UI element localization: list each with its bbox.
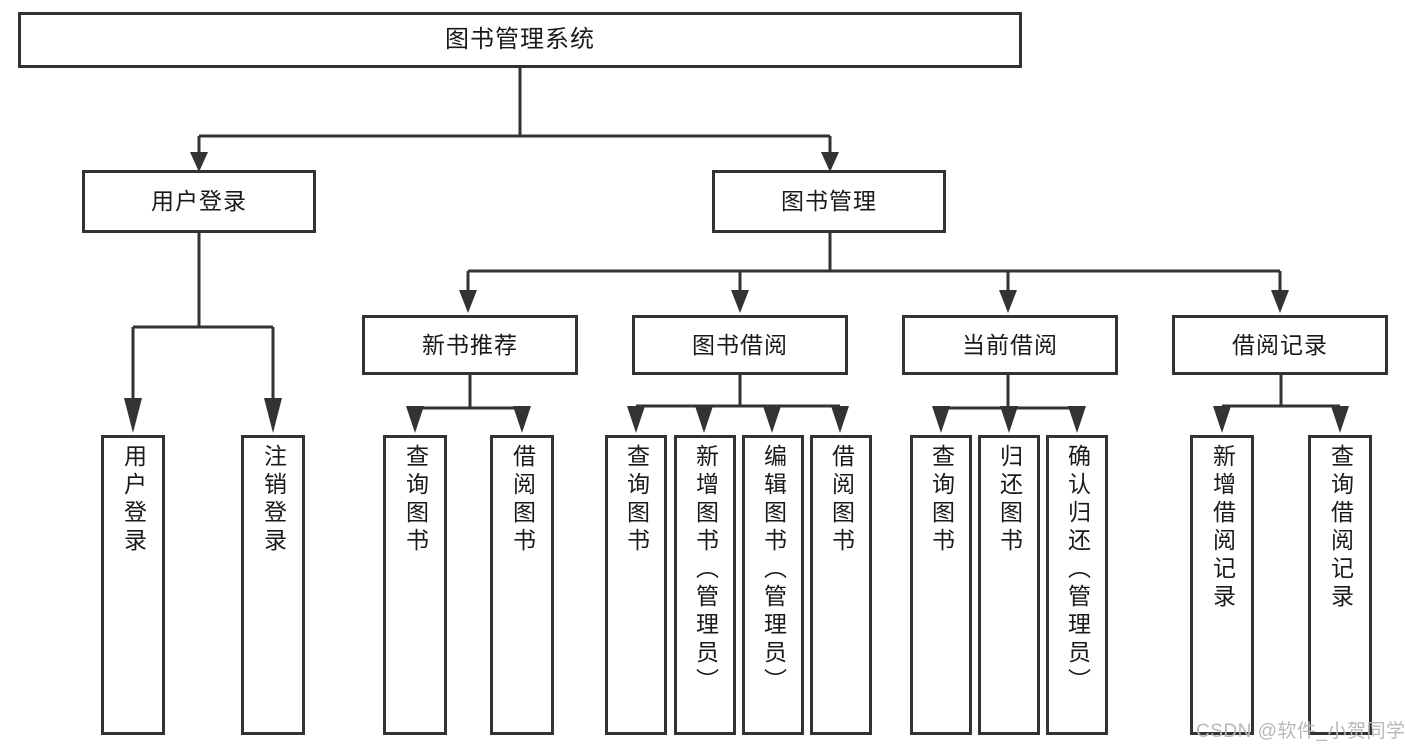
arrowhead-new-book-recommend — [459, 290, 477, 313]
arrowhead-leaf-query-book-1 — [406, 406, 424, 433]
arrowhead-book-borrow — [731, 290, 749, 313]
node-leaf-query-book-2-label: 查询图书 — [623, 444, 650, 556]
arrowhead-book-manage — [821, 152, 839, 172]
node-leaf-add-borrow-record[interactable]: 新增借阅记录 — [1190, 435, 1254, 735]
node-leaf-query-book-3-label: 查询图书 — [928, 444, 955, 556]
node-book-borrow[interactable]: 图书借阅 — [632, 315, 848, 375]
node-leaf-return-book-label: 归还图书 — [996, 444, 1023, 556]
arrowhead-leaf-borrow-book-2 — [831, 406, 849, 433]
arrowhead-leaf-logout-login — [264, 398, 282, 433]
arrowhead-leaf-return-book — [1000, 406, 1018, 433]
node-leaf-query-borrow-record-label: 查询借阅记录 — [1327, 444, 1354, 612]
node-new-book-recommend-label: 新书推荐 — [422, 331, 518, 358]
node-leaf-borrow-book-1[interactable]: 借阅图书 — [490, 435, 554, 735]
node-root-label: 图书管理系统 — [445, 26, 595, 54]
node-current-borrow[interactable]: 当前借阅 — [902, 315, 1118, 375]
node-leaf-borrow-book-2-label: 借阅图书 — [828, 444, 855, 556]
arrowhead-leaf-add-book — [695, 406, 713, 433]
node-leaf-query-book-3[interactable]: 查询图书 — [910, 435, 972, 735]
node-leaf-logout-login-label: 注销登录 — [260, 444, 287, 556]
node-book-manage[interactable]: 图书管理 — [712, 170, 946, 233]
node-book-borrow-label: 图书借阅 — [692, 331, 788, 358]
node-current-borrow-label: 当前借阅 — [962, 331, 1058, 358]
node-leaf-borrow-book-1-label: 借阅图书 — [509, 444, 536, 556]
node-leaf-query-borrow-record[interactable]: 查询借阅记录 — [1308, 435, 1372, 735]
arrowhead-leaf-edit-book — [763, 406, 781, 433]
node-leaf-return-book[interactable]: 归还图书 — [978, 435, 1040, 735]
node-leaf-borrow-book-2[interactable]: 借阅图书 — [810, 435, 872, 735]
arrowhead-leaf-confirm-return — [1068, 406, 1086, 433]
node-borrow-record[interactable]: 借阅记录 — [1172, 315, 1388, 375]
node-leaf-user-login-label: 用户登录 — [120, 444, 147, 556]
arrowhead-leaf-query-book-3 — [932, 406, 950, 433]
node-book-manage-label: 图书管理 — [781, 188, 877, 215]
arrowhead-leaf-query-borrow-record — [1331, 406, 1349, 433]
arrowhead-current-borrow — [999, 290, 1017, 313]
node-leaf-edit-book[interactable]: 编辑图书（管理员） — [742, 435, 804, 735]
arrowhead-borrow-record — [1271, 290, 1289, 313]
node-new-book-recommend[interactable]: 新书推荐 — [362, 315, 578, 375]
node-user-login[interactable]: 用户登录 — [82, 170, 316, 233]
node-user-login-label: 用户登录 — [151, 188, 247, 215]
arrowhead-leaf-borrow-book-1 — [513, 406, 531, 433]
node-root[interactable]: 图书管理系统 — [18, 12, 1022, 68]
node-leaf-confirm-return[interactable]: 确认归还（管理员） — [1046, 435, 1108, 735]
node-leaf-logout-login[interactable]: 注销登录 — [241, 435, 305, 735]
node-leaf-query-book-2[interactable]: 查询图书 — [605, 435, 667, 735]
node-borrow-record-label: 借阅记录 — [1232, 331, 1328, 358]
node-leaf-add-book[interactable]: 新增图书（管理员） — [674, 435, 736, 735]
node-leaf-confirm-return-label: 确认归还（管理员） — [1064, 444, 1091, 696]
node-leaf-query-book-1-label: 查询图书 — [402, 444, 429, 556]
node-leaf-add-book-label: 新增图书（管理员） — [692, 444, 719, 696]
node-leaf-edit-book-label: 编辑图书（管理员） — [760, 444, 787, 696]
node-leaf-user-login[interactable]: 用户登录 — [101, 435, 165, 735]
node-leaf-query-book-1[interactable]: 查询图书 — [383, 435, 447, 735]
arrowhead-leaf-add-borrow-record — [1213, 406, 1231, 433]
arrowhead-leaf-user-login — [124, 398, 142, 433]
arrowhead-leaf-query-book-2 — [627, 406, 645, 433]
csdn-watermark: CSDN @软件_小贺同学 — [1196, 721, 1405, 742]
arrowhead-user-login — [190, 152, 208, 172]
node-leaf-add-borrow-record-label: 新增借阅记录 — [1209, 444, 1236, 612]
